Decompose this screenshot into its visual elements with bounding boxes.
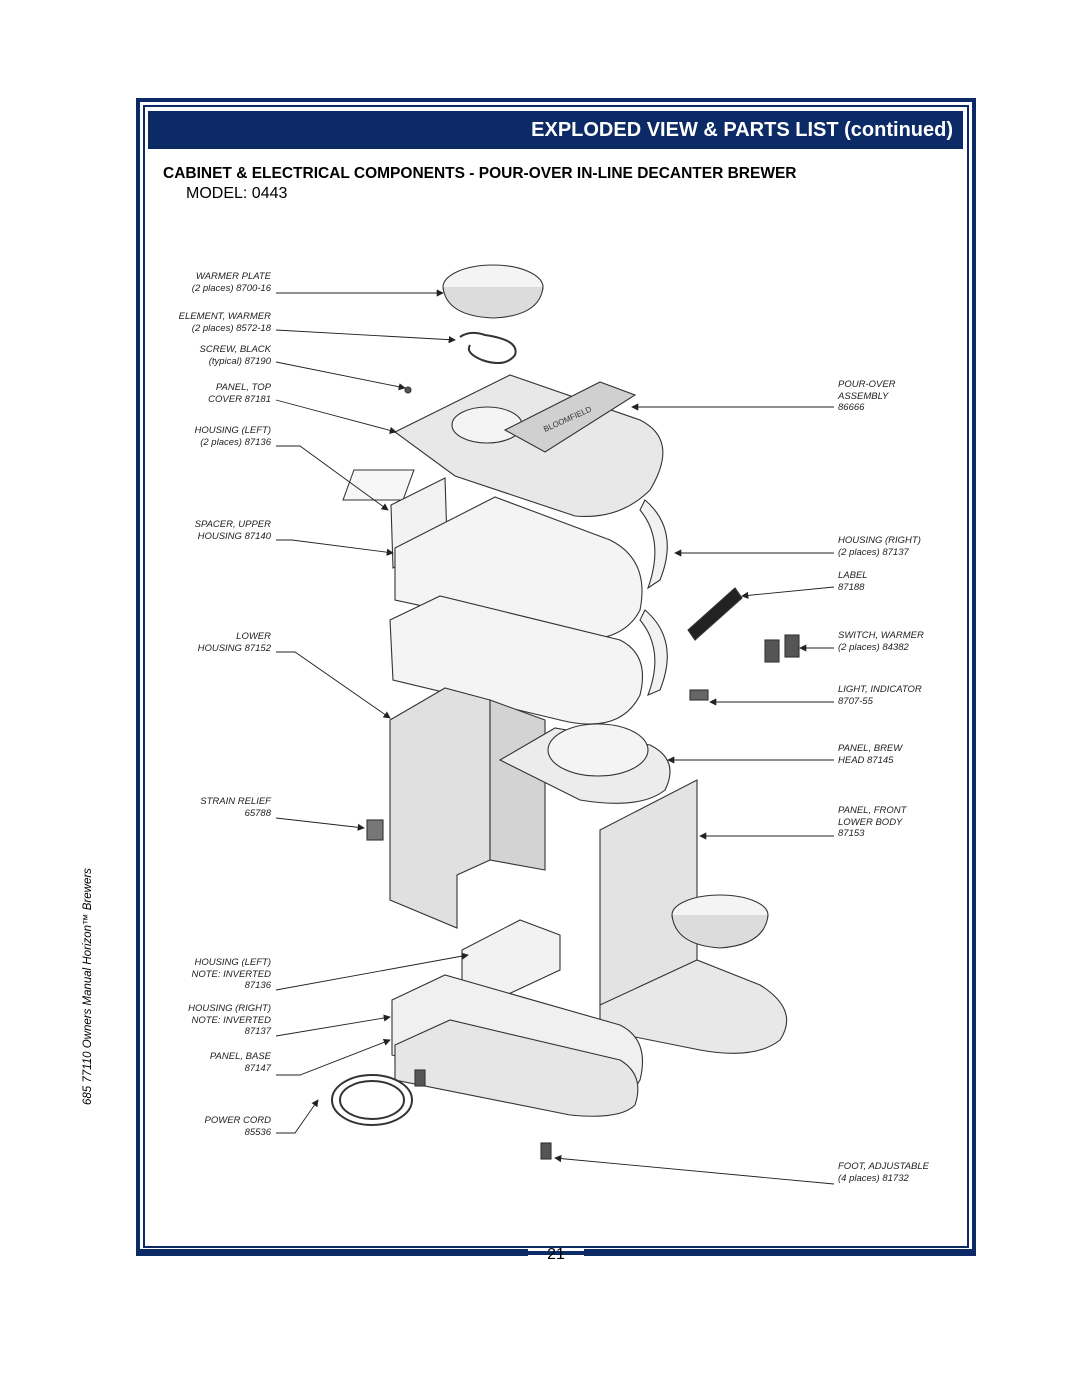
part-label-foot-adjustable: FOOT, ADJUSTABLE(4 places) 81732 [838, 1161, 929, 1184]
warmer-plate-bottom [671, 894, 769, 949]
leader-lines [275, 289, 835, 1185]
warmer-element-top [459, 331, 517, 365]
part-label-element-warmer: ELEMENT, WARMER(2 places) 8572-18 [178, 311, 271, 334]
warmer-switch [764, 639, 780, 663]
warmer-plate-top [442, 264, 544, 319]
indicator-light [689, 689, 709, 701]
part-label-switch-warmer: SWITCH, WARMER(2 places) 84382 [838, 630, 924, 653]
foot-adjustable [540, 1142, 552, 1160]
power-cord [331, 1074, 413, 1126]
base-front-panel-plate [599, 959, 788, 1054]
page-number: 21 [547, 1246, 565, 1263]
housing-right-lower [639, 609, 668, 696]
part-label-warmer-plate: WARMER PLATE(2 places) 8700-16 [191, 271, 271, 294]
page-frame [136, 98, 976, 1255]
base-panel [394, 1019, 639, 1117]
pour-over-assembly: BLOOMFIELD [503, 381, 637, 453]
page-frame-inner [143, 105, 969, 1248]
section-title: CABINET & ELECTRICAL COMPONENTS - POUR-O… [163, 165, 797, 182]
model-number: MODEL: 0443 [186, 185, 288, 202]
part-label-housing-left: HOUSING (LEFT)(2 places) 87136 [194, 425, 271, 448]
label-part [687, 587, 743, 641]
housing-right-upper [639, 499, 668, 590]
strain-relief [366, 819, 384, 841]
section-banner: EXPLODED VIEW & PARTS LIST (continued) [148, 111, 963, 149]
part-label-screw-black: SCREW, BLACK(typical) 87190 [199, 344, 271, 367]
page-bar-left [136, 1249, 528, 1256]
part-label-housing-right: HOUSING (RIGHT)(2 places) 87137 [838, 535, 921, 558]
screw-black [404, 386, 412, 394]
page-bar-right [584, 1249, 976, 1256]
cabinet-body [389, 687, 491, 929]
